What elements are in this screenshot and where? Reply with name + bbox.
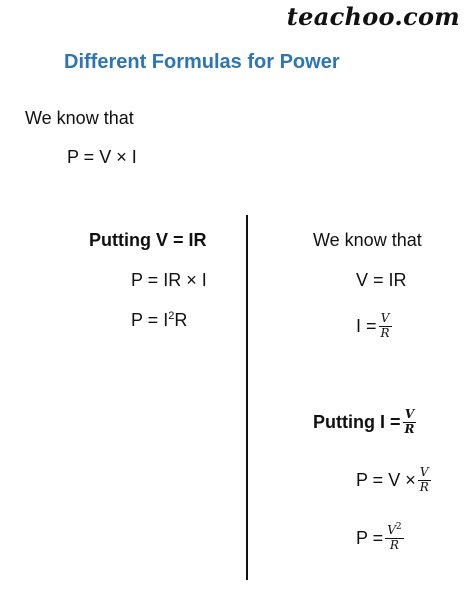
fraction-denominator: R <box>380 325 390 340</box>
fraction-denominator: R <box>419 479 429 494</box>
fraction-denominator: R <box>404 421 415 436</box>
numerator-exponent: 2 <box>395 522 402 532</box>
right-formula-3-prefix: P = V × <box>356 469 416 490</box>
right-formula-3: P = V × V R <box>356 465 431 495</box>
right-formula-4-prefix: P = <box>356 527 384 548</box>
left-formula-2-exponent: 2 <box>168 310 175 322</box>
right-heading-fraction: V R <box>402 407 417 437</box>
page-title: Different Formulas for Power <box>64 51 340 73</box>
right-formula-4-fraction: V2 R <box>385 522 404 553</box>
column-divider <box>246 215 248 580</box>
teachoo-logo: teachoo.com <box>286 2 460 31</box>
fraction-denominator: R <box>389 537 399 552</box>
fraction-numerator: V2 <box>385 522 404 539</box>
right-heading: Putting I = V R <box>313 407 417 437</box>
right-heading-prefix: Putting I = <box>313 411 401 432</box>
fraction-numerator: V <box>378 311 392 327</box>
intro-formula: P = V × I <box>67 147 137 167</box>
right-formula-2: I = V R <box>356 311 392 341</box>
right-formula-2-fraction: V R <box>378 311 392 341</box>
right-formula-3-fraction: V R <box>417 465 431 495</box>
right-formula-1: V = IR <box>356 270 407 290</box>
fraction-numerator: V <box>402 407 417 423</box>
left-formula-2-prefix: P = I <box>131 310 169 330</box>
intro-lead: We know that <box>25 108 134 128</box>
fraction-numerator: V <box>417 465 431 481</box>
right-formula-2-prefix: I = <box>356 315 377 336</box>
left-formula-2: P = I2R <box>131 310 187 331</box>
left-formula-2-suffix: R <box>174 310 188 330</box>
numerator-base: V <box>387 523 396 537</box>
left-heading: Putting V = IR <box>89 230 207 250</box>
right-lead: We know that <box>313 230 422 250</box>
right-formula-4: P = V2 R <box>356 522 404 553</box>
left-formula-1: P = IR × I <box>131 270 207 290</box>
